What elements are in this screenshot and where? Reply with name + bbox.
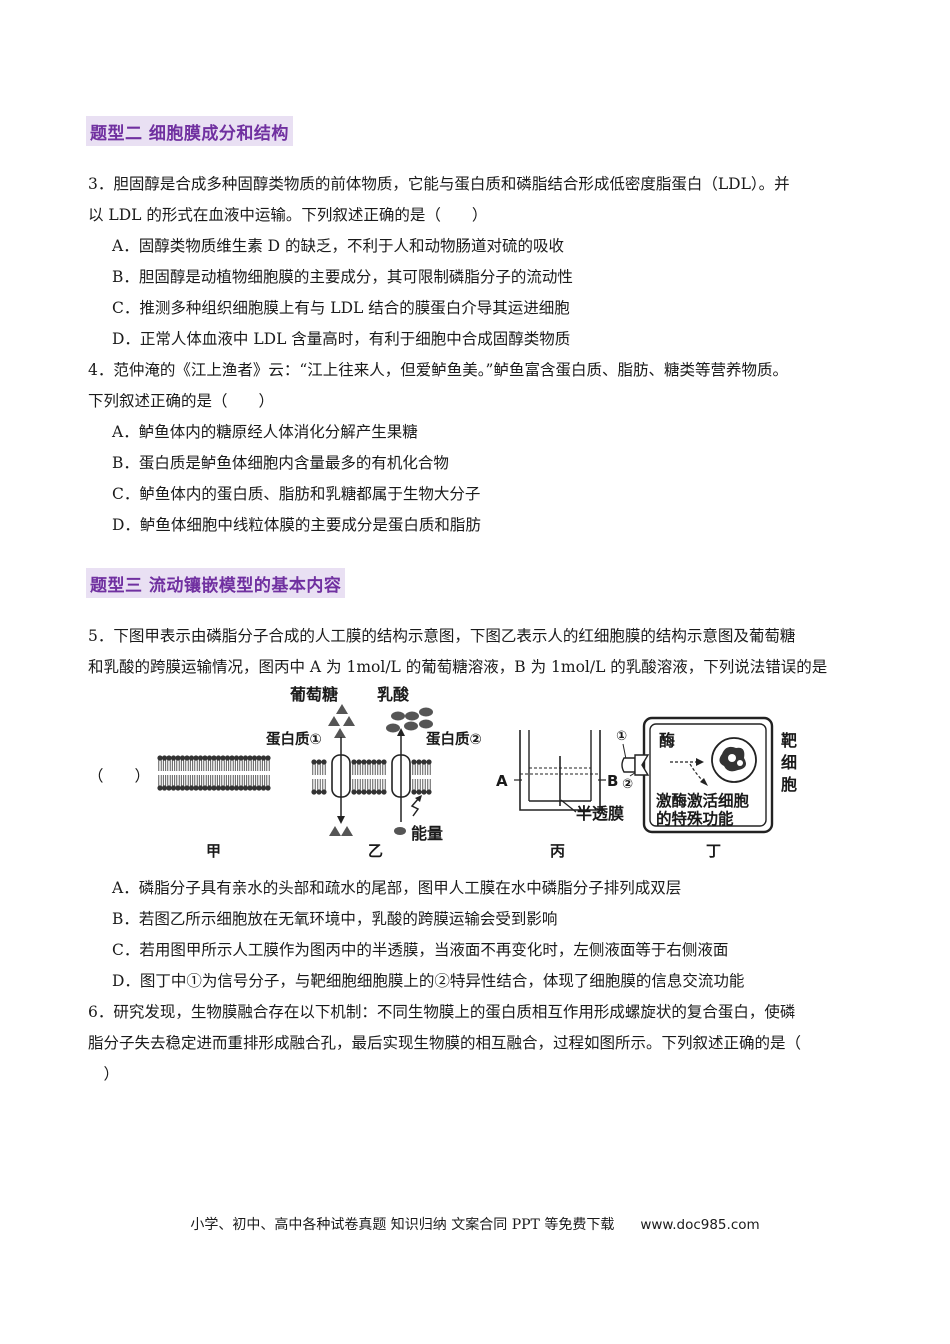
q3-option-b: B．胆固醇是动植物细胞膜的主要成分，其可限制磷脂分子的流动性 xyxy=(112,268,573,286)
q5-stem-line1: 5．下图甲表示由磷脂分子合成的人工膜的结构示意图，下图乙表示人的红细胞膜的结构示… xyxy=(88,627,796,645)
q3-stem-line2: 以 LDL 的形式在血液中运输。下列叙述正确的是（ ） xyxy=(88,206,488,224)
section-heading-2: 题型二 细胞膜成分和结构 xyxy=(86,116,293,146)
caption-ding: 丁 xyxy=(706,842,721,860)
target-cell-char-2: 细 xyxy=(781,753,797,772)
lactic-acid-label: 乳酸 xyxy=(377,685,410,704)
q6-stem-line1: 6．研究发现，生物膜融合存在以下机制：不同生物膜上的蛋白质相互作用形成螺旋状的复… xyxy=(88,1003,796,1021)
q6-stem-line2: 脂分子失去稳定进而重排形成融合孔，最后实现生物膜的相互融合，过程如图所示。下列叙… xyxy=(88,1034,802,1052)
semipermeable-membrane-label: 半透膜 xyxy=(576,804,624,823)
activate-text-line2: 的特殊功能 xyxy=(656,809,734,828)
page-footer: 小学、初中、高中各种试卷真题 知识归纳 文案合同 PPT 等免费下载 www.do… xyxy=(0,1214,950,1234)
q5-option-a: A．磷脂分子具有亲水的头部和疏水的尾部，图甲人工膜在水中磷脂分子排列成双层 xyxy=(112,879,682,897)
q5-stem-line2: 和乳酸的跨膜运输情况，图丙中 A 为 1mol/L 的葡萄糖溶液，B 为 1mo… xyxy=(88,658,828,676)
section-heading-3: 题型三 流动镶嵌模型的基本内容 xyxy=(86,568,346,598)
q3-option-c: C．推测多种组织细胞膜上有与 LDL 结合的膜蛋白介导其运进细胞 xyxy=(112,299,570,317)
footer-url[interactable]: www.doc985.com xyxy=(640,1217,760,1233)
receptor-mark-2: ② xyxy=(622,777,633,792)
q6-stem-line3: ） xyxy=(88,1065,120,1083)
solution-b-label: B xyxy=(607,772,618,790)
q4-option-a: A．鲈鱼体内的糖原经人体消化分解产生果糖 xyxy=(112,423,418,441)
q3-option-a: A．固醇类物质维生素 D 的缺乏，不利于人和动物肠道对硫的吸收 xyxy=(112,237,564,255)
u-tube-bing: A B 半透膜 xyxy=(496,730,624,823)
q3-option-d: D．正常人体血液中 LDL 含量高时，有利于细胞中合成固醇类物质 xyxy=(112,330,571,348)
target-cell-char-3: 胞 xyxy=(780,775,797,794)
footer-text: 小学、初中、高中各种试卷真题 知识归纳 文案合同 PPT 等免费下载 xyxy=(190,1217,615,1233)
q4-stem-line1: 4．范仲淹的《江上渔者》云：“江上往来人，但爱鲈鱼美。”鲈鱼富含蛋白质、脂肪、糖… xyxy=(88,361,788,379)
energy-label: 能量 xyxy=(411,824,443,843)
q5-option-b: B．若图乙所示细胞放在无氧环境中，乳酸的跨膜运输会受到影响 xyxy=(112,910,558,928)
caption-jia: 甲 xyxy=(206,842,221,860)
artificial-bilayer-jia xyxy=(157,755,271,791)
target-cell-char-1: 靶 xyxy=(781,731,797,750)
q5-answer-blank: （ ） xyxy=(88,767,151,785)
membrane-figure: 葡萄糖 乳酸 蛋白质① 蛋白质② xyxy=(157,685,797,860)
q4-option-c: C．鲈鱼体内的蛋白质、脂肪和乳糖都属于生物大分子 xyxy=(112,485,481,503)
enzyme-label: 酶 xyxy=(659,731,675,750)
signal-mark-1: ① xyxy=(616,729,627,744)
activate-text-line1: 激酶激活细胞 xyxy=(656,791,750,810)
caption-yi: 乙 xyxy=(368,842,383,860)
q4-option-d: D．鲈鱼体细胞中线粒体膜的主要成分是蛋白质和脂肪 xyxy=(112,516,481,534)
q3-stem-line1: 3．胆固醇是合成多种固醇类物质的前体物质，它能与蛋白质和磷脂结合形成低密度脂蛋白… xyxy=(88,175,790,193)
q4-stem-line2: 下列叙述正确的是（ ） xyxy=(88,392,275,410)
caption-bing: 丙 xyxy=(550,842,565,860)
protein-1-label: 蛋白质① xyxy=(266,730,322,748)
q5-option-c: C．若用图甲所示人工膜作为图丙中的半透膜，当液面不再变化时，左侧液面等于右侧液面 xyxy=(112,941,729,959)
target-cell-ding: ① ② 酶 激酶激活细胞 的特殊功能 靶 细 胞 xyxy=(616,716,797,834)
glucose-molecules xyxy=(328,704,355,738)
protein-2-label: 蛋白质② xyxy=(426,730,482,748)
q4-option-b: B．蛋白质是鲈鱼体细胞内含量最多的有机化合物 xyxy=(112,454,449,472)
rbc-membrane-yi: 葡萄糖 乳酸 蛋白质① 蛋白质② xyxy=(266,685,482,843)
lactic-acid-molecules xyxy=(386,707,433,733)
glucose-label: 葡萄糖 xyxy=(289,685,338,704)
q5-option-d: D．图丁中①为信号分子，与靶细胞细胞膜上的②特异性结合，体现了细胞膜的信息交流功… xyxy=(112,972,745,990)
solution-a-label: A xyxy=(496,772,508,790)
